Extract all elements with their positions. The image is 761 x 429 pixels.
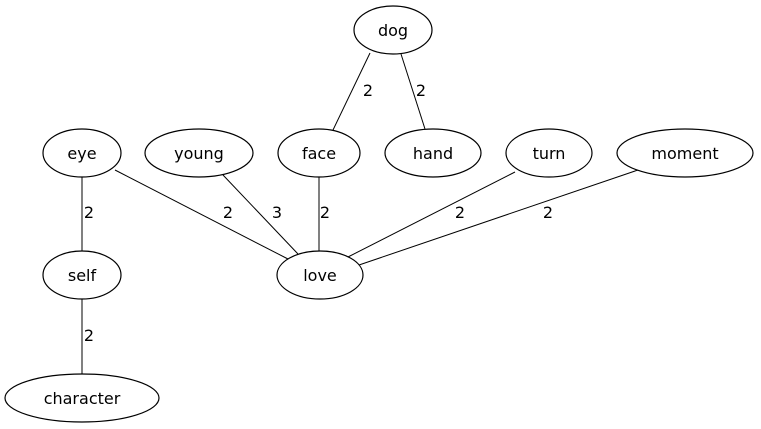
edge-line <box>222 174 299 255</box>
node-turn: turn <box>505 128 593 178</box>
nodes-layer: dog eye young face hand turn moment self love cha… <box>4 5 754 423</box>
node-hand: hand <box>384 128 482 178</box>
edge-weight-label: 3 <box>272 203 282 222</box>
edge-weight-label: 2 <box>84 326 94 345</box>
edge-face-love: 2 <box>318 177 330 251</box>
edge-dog-face: 2 <box>332 52 373 131</box>
node-dog: dog <box>353 5 433 55</box>
edge-line <box>345 171 516 259</box>
edge-line <box>332 52 371 131</box>
node-face: face <box>277 128 361 178</box>
node-label: self <box>68 266 97 285</box>
node-label: turn <box>533 144 566 163</box>
node-ellipse <box>42 250 122 300</box>
node-ellipse <box>4 373 160 423</box>
node-ellipse <box>384 128 482 178</box>
edge-turn-love: 2 <box>345 171 516 259</box>
node-love: love <box>276 250 364 300</box>
node-label: hand <box>413 144 453 163</box>
node-label: eye <box>67 144 96 163</box>
node-label: love <box>303 266 337 285</box>
edge-weight-label: 2 <box>363 81 373 100</box>
node-ellipse <box>276 250 364 300</box>
node-ellipse <box>277 128 361 178</box>
edge-line <box>400 53 426 130</box>
node-self: self <box>42 250 122 300</box>
edge-line <box>114 169 289 260</box>
node-ellipse <box>353 5 433 55</box>
node-label: face <box>302 144 336 163</box>
node-label: moment <box>651 144 718 163</box>
edge-weight-label: 2 <box>84 203 94 222</box>
edge-eye-self: 2 <box>81 177 94 251</box>
edges-layer: 2 2 2 2 3 2 2 2 2 <box>81 52 639 374</box>
node-moment: moment <box>616 128 754 178</box>
node-ellipse <box>42 128 122 178</box>
edge-self-character: 2 <box>81 299 94 374</box>
edge-moment-love: 2 <box>358 169 639 266</box>
edge-weight-label: 2 <box>455 203 465 222</box>
edge-eye-love: 2 <box>114 169 289 260</box>
edge-line <box>358 169 639 266</box>
node-label: dog <box>378 21 408 40</box>
node-young: young <box>144 128 254 178</box>
node-ellipse <box>144 128 254 178</box>
node-eye: eye <box>42 128 122 178</box>
node-character: character <box>4 373 160 423</box>
edge-weight-label: 2 <box>320 203 330 222</box>
edge-dog-hand: 2 <box>400 53 426 130</box>
node-ellipse <box>505 128 593 178</box>
edge-weight-label: 2 <box>223 203 233 222</box>
edge-weight-label: 2 <box>543 203 553 222</box>
edge-weight-label: 2 <box>416 81 426 100</box>
node-label: character <box>44 389 121 408</box>
node-ellipse <box>616 128 754 178</box>
node-label: young <box>174 144 224 163</box>
edge-young-love: 3 <box>222 174 299 255</box>
